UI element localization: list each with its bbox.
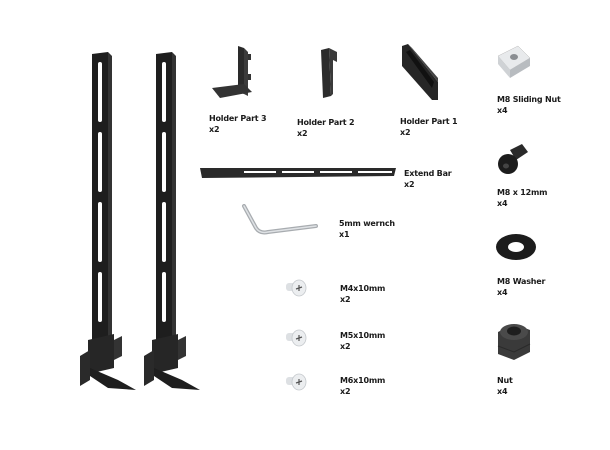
washer-image (496, 234, 536, 260)
holder-part-1-label: Holder Part 1 x2 (400, 116, 458, 138)
part-quantity: x2 (340, 342, 351, 351)
part-name: M8 Washer (497, 277, 546, 286)
part-quantity: x4 (497, 199, 508, 208)
m8-sliding-nut-label: M8 Sliding Nut x4 (497, 94, 561, 116)
vertical-bracket-left (80, 52, 136, 390)
part-quantity: x4 (497, 288, 508, 297)
hex-nut-image (497, 324, 531, 360)
sliding-nut-image (497, 45, 531, 78)
part-quantity: x2 (340, 387, 351, 396)
part-quantity: x2 (400, 128, 411, 137)
m4-screw-image (286, 279, 307, 297)
part-quantity: x4 (497, 387, 508, 396)
m6-screw-image (286, 373, 307, 391)
m4-screw-label: M4x10mm x2 (340, 283, 385, 305)
holder-part-1-image (402, 44, 438, 100)
part-name: Holder Part 1 (400, 117, 458, 126)
part-name: M8 x 12mm (497, 188, 548, 197)
hex-wrench-image (242, 204, 318, 235)
part-name: 5mm wernch (339, 219, 395, 228)
m5-screw-label: M5x10mm x2 (340, 330, 385, 352)
nut-label: Nut x4 (497, 375, 513, 397)
holder-part-3-image (212, 46, 252, 98)
wrench-label: 5mm wernch x1 (339, 218, 395, 240)
m5-screw-image (286, 329, 307, 347)
part-name: M8 Sliding Nut (497, 95, 561, 104)
m8-washer-label: M8 Washer x4 (497, 276, 545, 298)
part-name: Extend Bar (404, 169, 452, 178)
m6-screw-label: M6x10mm x2 (340, 375, 385, 397)
part-name: M6x10mm (340, 376, 386, 385)
part-name: Nut (497, 376, 513, 385)
holder-part-2-label: Holder Part 2 x2 (297, 117, 355, 139)
m8-bolt-label: M8 x 12mm x4 (497, 187, 547, 209)
part-quantity: x2 (404, 180, 415, 189)
part-quantity: x1 (339, 230, 350, 239)
holder-part-2-image (321, 48, 337, 98)
holder-part-3-label: Holder Part 3 x2 (209, 113, 267, 135)
part-name: Holder Part 2 (297, 118, 355, 127)
extend-bar-label: Extend Bar x2 (404, 168, 452, 190)
part-quantity: x4 (497, 106, 508, 115)
m8-bolt-image (498, 144, 528, 174)
part-quantity: x2 (340, 295, 351, 304)
extend-bar-image (200, 168, 396, 178)
part-quantity: x2 (297, 129, 308, 138)
part-quantity: x2 (209, 125, 220, 134)
part-name: M4x10mm (340, 284, 386, 293)
vertical-bracket-right (144, 52, 200, 390)
part-name: Holder Part 3 (209, 114, 267, 123)
part-name: M5x10mm (340, 331, 386, 340)
